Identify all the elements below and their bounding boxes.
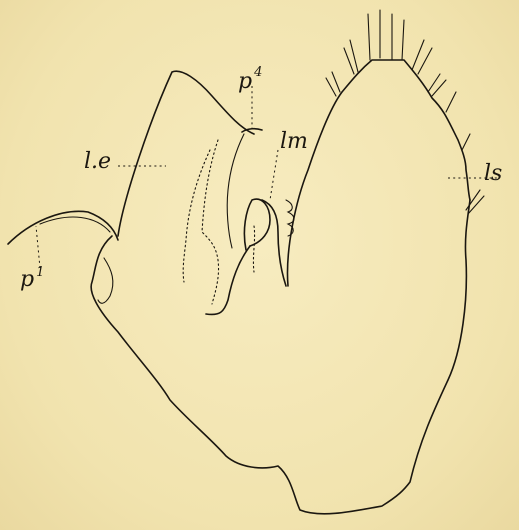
p1-appendage-inner bbox=[40, 217, 110, 232]
body-outline-lower bbox=[91, 200, 470, 514]
lm-stalk bbox=[206, 246, 250, 314]
p1-appendage bbox=[8, 211, 118, 244]
leader-lm bbox=[270, 150, 278, 200]
p4-process bbox=[227, 134, 244, 248]
ls-rim bbox=[262, 200, 286, 286]
dotted-fold-c bbox=[253, 226, 254, 272]
bristles-top bbox=[326, 10, 484, 214]
right-lobe-outline bbox=[288, 60, 470, 286]
label-ls: ls bbox=[484, 161, 502, 186]
lm-process bbox=[244, 199, 270, 250]
left-lobe-outline bbox=[118, 71, 254, 236]
label-lm: lm bbox=[280, 129, 308, 154]
tubercles bbox=[286, 200, 294, 236]
label-le: l.e bbox=[84, 149, 111, 174]
dotted-fold-b bbox=[202, 140, 219, 304]
dotted-fold-a bbox=[183, 150, 210, 282]
leader-p1 bbox=[36, 226, 40, 268]
inner-fold bbox=[98, 258, 113, 303]
